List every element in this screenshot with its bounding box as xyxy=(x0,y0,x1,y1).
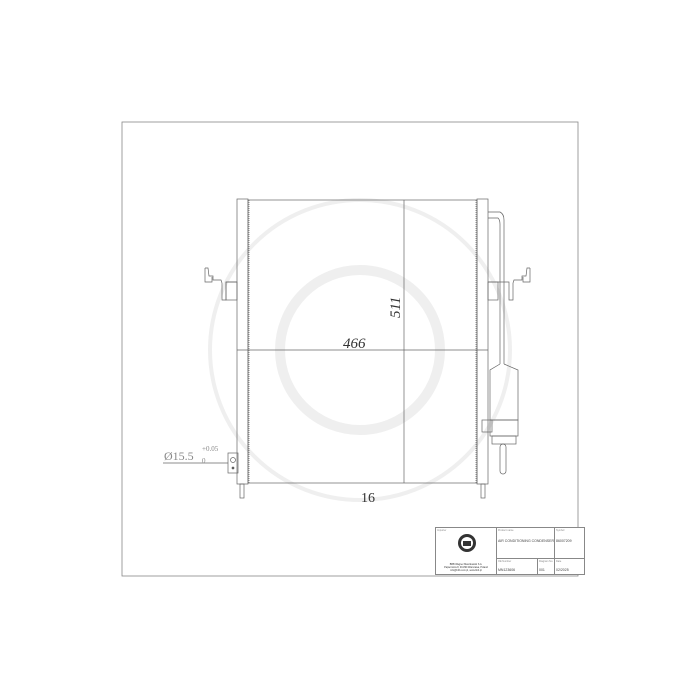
thickness-label: 16 xyxy=(361,491,375,506)
product-name-label: Product name xyxy=(498,529,514,532)
diagram-no: 001 xyxy=(539,568,545,572)
diagram-no-label: Diagram No. xyxy=(539,560,554,563)
oe-number: MN123606 xyxy=(498,568,516,572)
tolerance-upper: +0.05 xyxy=(202,445,219,453)
date: 02/2025 xyxy=(556,568,569,572)
right-mount-bracket xyxy=(487,267,531,301)
width-label: 466 xyxy=(343,336,366,352)
core xyxy=(247,199,478,484)
pipe-diameter-label: Ø15.5 xyxy=(164,449,194,463)
oe-number-label: OE Number xyxy=(498,560,512,563)
left-pin xyxy=(239,483,245,499)
left-mount-bracket xyxy=(204,267,238,301)
tolerance-lower: 0 xyxy=(202,457,206,465)
drawing-frame xyxy=(121,121,579,577)
importer-line: info@bbb.com.pl, www.bbb.pl xyxy=(450,569,482,572)
importer-line: BBB Wagner Maszkowski S.A. xyxy=(449,563,483,566)
date-label: Date xyxy=(556,560,562,563)
product-name: AIR CONDITIONING CONDENSER xyxy=(498,539,555,543)
symbol-label: Symbol xyxy=(556,529,565,532)
title-block: Importer BBB Wagner Maszkowski S.A. Papi… xyxy=(435,527,585,575)
company-seal-logo xyxy=(458,534,476,552)
receiver-drier xyxy=(481,211,519,475)
inlet-fitting xyxy=(227,452,239,474)
importer-label: Importer xyxy=(437,529,447,532)
right-pin xyxy=(480,483,486,499)
importer-line: Papiernicza 8, 00-890 Warszawa, Poland xyxy=(444,566,488,569)
height-label: 511 xyxy=(388,297,404,318)
symbol: 86007209 xyxy=(556,539,572,543)
